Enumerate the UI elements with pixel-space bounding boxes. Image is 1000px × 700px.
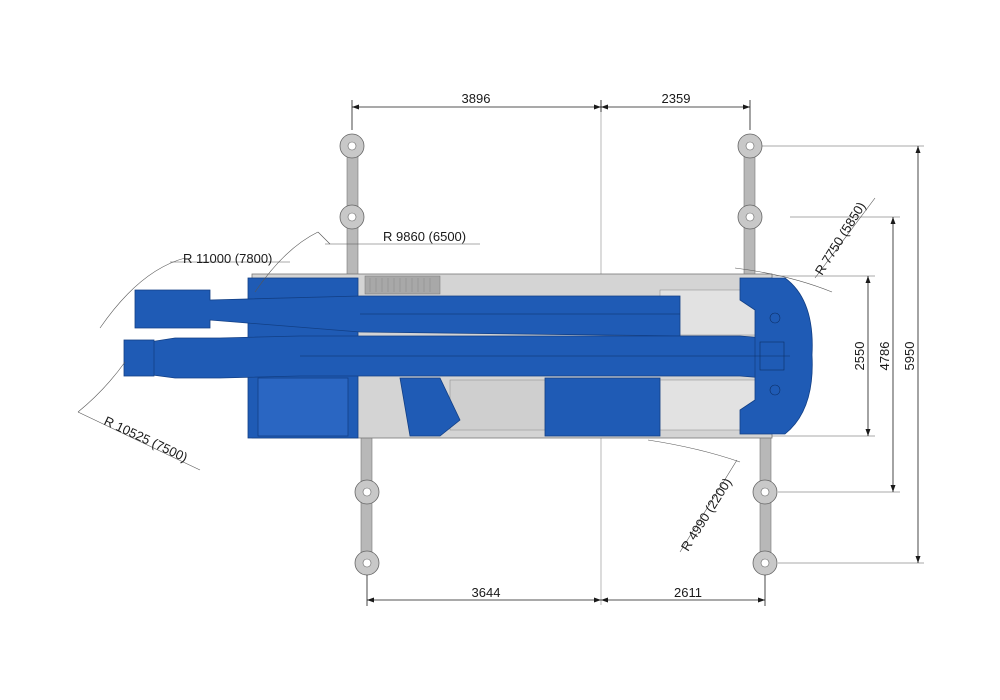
strut bbox=[399, 377, 461, 437]
radius-label-4: R 7750 (5850) bbox=[812, 199, 869, 277]
dim-top-left: 3896 bbox=[462, 91, 491, 106]
dim-5950: 5950 bbox=[902, 342, 917, 371]
radius-label-5: R 4990 (2200) bbox=[678, 475, 735, 553]
dim-bottom-left: 3644 bbox=[472, 585, 501, 600]
crane-superstructure bbox=[123, 277, 813, 439]
dim-4786: 4786 bbox=[877, 342, 892, 371]
outriggers bbox=[339, 133, 778, 576]
dimension-top: 3896 2359 bbox=[351, 91, 751, 130]
radius-label-3: R 10525 (7500) bbox=[102, 413, 190, 465]
dim-bottom-right: 2611 bbox=[674, 585, 702, 600]
dimension-right: 2550 4786 5950 bbox=[762, 145, 924, 564]
upper-boom bbox=[134, 289, 681, 337]
engine-block bbox=[544, 377, 661, 437]
boom-tip bbox=[123, 339, 155, 377]
dim-2550: 2550 bbox=[852, 342, 867, 371]
lower-boom bbox=[129, 335, 791, 381]
dimension-bottom: 3644 2611 bbox=[366, 575, 766, 606]
radius-label-1: R 11000 (7800) bbox=[183, 251, 272, 266]
dim-top-right: 2359 bbox=[662, 91, 691, 106]
radius-label-2: R 9860 (6500) bbox=[383, 229, 466, 244]
